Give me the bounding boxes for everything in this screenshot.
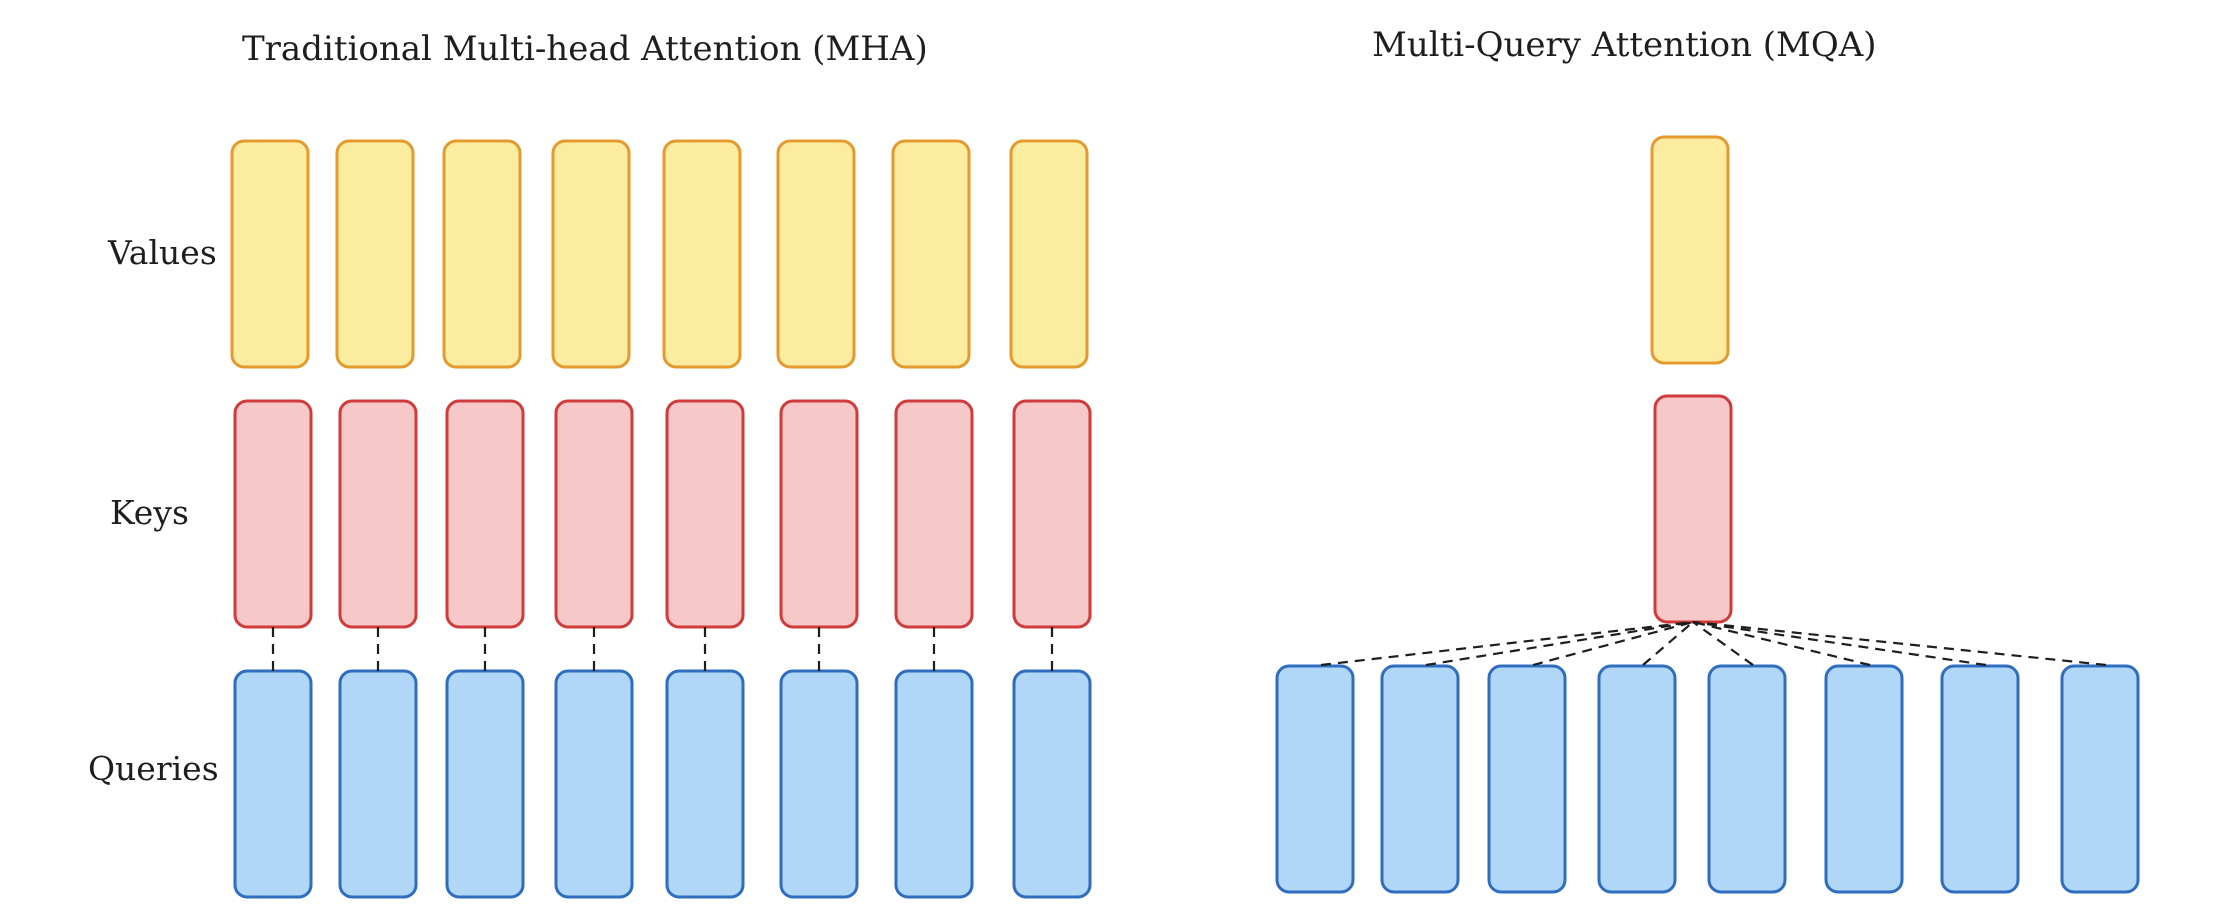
values-row-label: Values <box>107 233 217 272</box>
mha-query-head <box>665 669 745 899</box>
mqa-shared-value <box>1650 135 1730 365</box>
mqa-blocks <box>1275 135 2140 894</box>
mha-query-head <box>233 669 313 899</box>
mqa-query-key-connector <box>1532 620 1694 667</box>
mha-value-head <box>230 139 310 369</box>
mqa-query-key-connector <box>1692 620 2107 667</box>
mqa-query-head <box>1940 664 2020 894</box>
mqa-shared-key <box>1653 394 1733 624</box>
mha-key-head <box>665 399 745 629</box>
keys-row-label: Keys <box>110 493 189 532</box>
mha-query-head <box>779 669 859 899</box>
mqa-query-head <box>1275 664 1355 894</box>
mha-query-head <box>554 669 634 899</box>
mha-key-head <box>894 399 974 629</box>
mha-key-head <box>338 399 418 629</box>
mqa-query-key-connector <box>1692 620 1987 667</box>
mqa-query-head <box>1707 664 1787 894</box>
mha-key-head <box>554 399 634 629</box>
mqa-title: Multi-Query Attention (MQA) <box>1372 25 1877 65</box>
mha-key-head <box>1012 399 1092 629</box>
queries-row-label: Queries <box>88 749 219 788</box>
mqa-query-head <box>2060 664 2140 894</box>
mha-query-head <box>1012 669 1092 899</box>
mha-query-head <box>445 669 525 899</box>
mqa-query-head <box>1597 664 1677 894</box>
mha-value-head <box>776 139 856 369</box>
mqa-query-head <box>1487 664 1567 894</box>
mqa-query-key-connector <box>1320 620 1694 667</box>
mha-value-head <box>335 139 415 369</box>
mha-key-head <box>233 399 313 629</box>
mha-title: Traditional Multi-head Attention (MHA) <box>242 29 928 69</box>
mha-blocks <box>230 139 1092 899</box>
mqa-query-key-connector <box>1642 621 1694 666</box>
mha-value-head <box>1009 139 1089 369</box>
mqa-query-head <box>1824 664 1904 894</box>
mha-value-head <box>442 139 522 369</box>
mha-query-head <box>894 669 974 899</box>
mha-key-head <box>445 399 525 629</box>
mha-value-head <box>662 139 742 369</box>
mha-key-head <box>779 399 859 629</box>
mha-query-head <box>338 669 418 899</box>
mqa-query-key-connector <box>1692 620 1871 667</box>
mqa-query-head <box>1380 664 1460 894</box>
mha-value-head <box>891 139 971 369</box>
mha-value-head <box>551 139 631 369</box>
mqa-query-key-connector <box>1425 620 1694 667</box>
mqa-query-key-connector <box>1692 621 1754 666</box>
